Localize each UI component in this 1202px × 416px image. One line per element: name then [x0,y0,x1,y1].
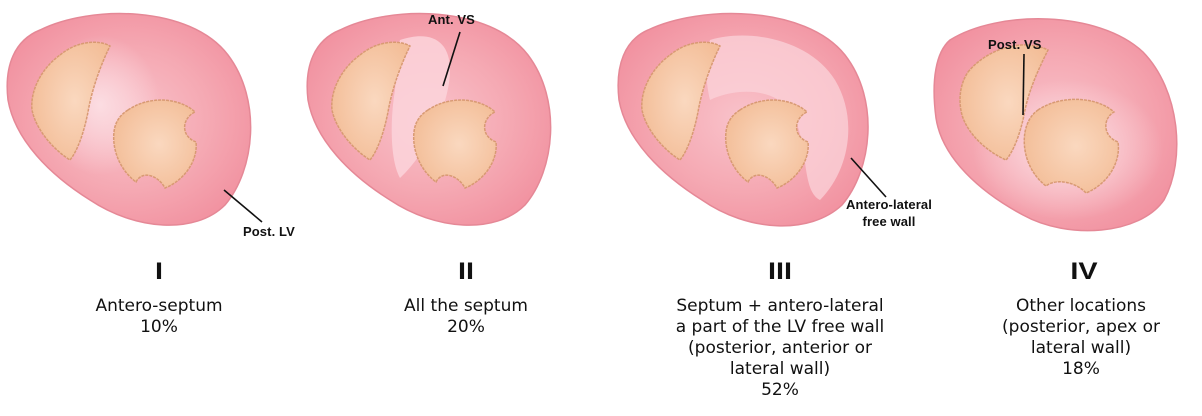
type-numeral: III [732,259,828,285]
panel-type-iv: Post. VS IV Other locations (posterior, … [928,0,1202,416]
callout-post-lv: Post. LV [243,223,295,240]
type-caption: All the septum 20% [337,296,595,338]
heart-cross-section-iv [928,0,1202,260]
panel-type-iii: Antero-lateral free wall III Septum + an… [610,0,960,416]
heart-cross-section-ii [300,0,620,260]
type-caption: Antero-septum 10% [30,296,288,338]
heart-cross-section-i [0,0,330,260]
caption-line: Other locations [966,296,1196,317]
callout-post-vs: Post. VS [988,36,1042,53]
callout-leader-line [224,190,262,222]
caption-line: (posterior, anterior or [640,338,920,359]
panel-type-ii: Ant. VS II All the septum 20% [300,0,620,416]
caption-line: All the septum [337,296,595,317]
type-numeral: I [111,259,207,285]
type-numeral: II [418,259,514,285]
caption-percent: 10% [30,317,288,338]
callout-ant-vs: Ant. VS [428,11,475,28]
type-caption: Other locations (posterior, apex or late… [966,296,1196,380]
caption-line: Antero-septum [30,296,288,317]
caption-percent: 20% [337,317,595,338]
panel-type-i: Post. LV I Antero-septum 10% [0,0,330,416]
caption-line: Septum + antero-lateral [640,296,920,317]
type-caption: Septum + antero-lateral a part of the LV… [640,296,920,401]
caption-percent: 52% [640,380,920,401]
caption-line: lateral wall) [640,359,920,380]
caption-line: a part of the LV free wall [640,317,920,338]
caption-percent: 18% [966,359,1196,380]
caption-line: lateral wall) [966,338,1196,359]
callout-leader-line [1023,54,1024,115]
lv-cavity [1024,99,1118,193]
type-numeral: IV [1036,259,1132,285]
caption-line: (posterior, apex or [966,317,1196,338]
